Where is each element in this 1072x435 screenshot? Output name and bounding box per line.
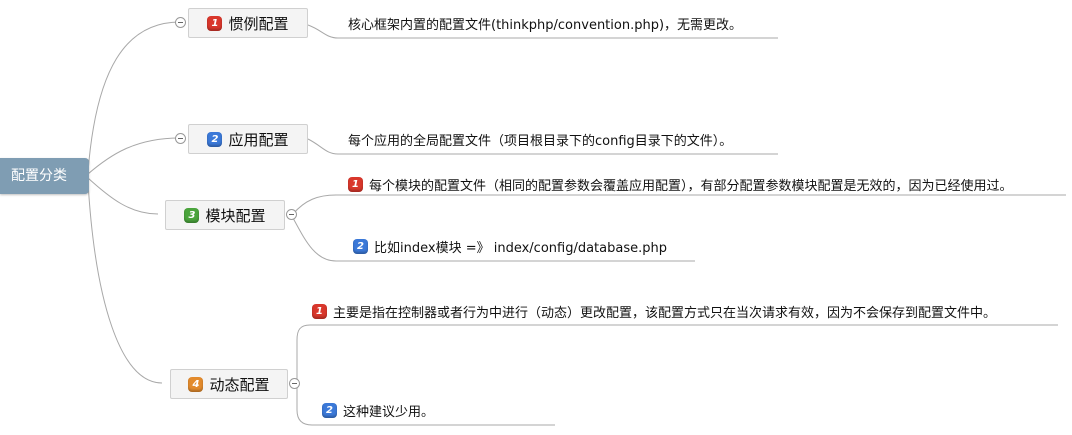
collapse-toggle-icon[interactable]: [175, 17, 186, 28]
connector-root-branch-1: [87, 21, 181, 173]
branch-node-1[interactable]: 1 惯例配置: [188, 8, 308, 38]
branch-node-3[interactable]: 3 模块配置: [165, 200, 285, 230]
leaf-underline-3-1: [292, 194, 1066, 215]
branch-3-note-2: 2 比如index模块 =》 index/config/database.php: [353, 237, 667, 256]
branch-node-4-label: 动态配置: [209, 375, 270, 394]
connector-root-branch-2: [87, 137, 181, 175]
branch-4-note-2: 2 这种建议少用。: [322, 401, 434, 420]
leaf-underline-3-2: [292, 217, 695, 262]
leaf-underline-4-2: [296, 386, 555, 426]
priority-4-icon: 4: [188, 376, 204, 392]
priority-1-icon: 1: [207, 15, 223, 31]
leaf-underline-1: [307, 24, 778, 39]
connector-root-branch-3: [87, 177, 159, 215]
branch-3-note-1-text: 每个模块的配置文件（相同的配置参数会覆盖应用配置），有部分配置参数模块配置是无效…: [369, 179, 1013, 194]
priority-2-icon: 2: [207, 131, 223, 147]
branch-node-2[interactable]: 2 应用配置: [188, 124, 308, 154]
branch-3-note-1: 1 每个模块的配置文件（相同的配置参数会覆盖应用配置），有部分配置参数模块配置是…: [348, 175, 1013, 194]
branch-1-note: 核心框架内置的配置文件(thinkphp/convention.php)，无需更…: [348, 14, 742, 33]
priority-3-icon: 3: [184, 207, 200, 223]
priority-1-icon: 1: [312, 304, 327, 319]
root-node[interactable]: 配置分类: [0, 158, 89, 194]
branch-2-note-text: 每个应用的全局配置文件（项目根目录下的config目录下的文件）。: [348, 134, 733, 149]
branch-4-note-1: 1 主要是指在控制器或者行为中进行（动态）更改配置，该配置方式只在当次请求有效，…: [312, 302, 996, 321]
branch-4-note-1-text: 主要是指在控制器或者行为中进行（动态）更改配置，该配置方式只在当次请求有效，因为…: [333, 306, 997, 321]
branch-node-1-label: 惯例配置: [228, 14, 289, 33]
branch-node-2-label: 应用配置: [228, 130, 289, 149]
branch-3-note-2-text: 比如index模块 =》 index/config/database.php: [374, 241, 667, 256]
branch-4-note-2-text: 这种建议少用。: [343, 405, 435, 420]
branch-node-3-label: 模块配置: [205, 206, 266, 225]
collapse-toggle-icon[interactable]: [289, 378, 300, 389]
branch-1-note-text: 核心框架内置的配置文件(thinkphp/convention.php)，无需更…: [348, 18, 743, 33]
priority-2-icon: 2: [353, 239, 368, 254]
priority-1-icon: 1: [348, 177, 363, 192]
collapse-toggle-icon[interactable]: [175, 133, 186, 144]
collapse-toggle-icon[interactable]: [286, 209, 297, 220]
root-node-label: 配置分类: [11, 168, 67, 184]
leaf-underline-2: [307, 138, 778, 155]
priority-2-icon: 2: [322, 403, 337, 418]
branch-2-note: 每个应用的全局配置文件（项目根目录下的config目录下的文件）。: [348, 130, 732, 149]
leaf-underline-4-1: [296, 324, 1058, 381]
connector-root-branch-4: [87, 181, 163, 384]
branch-node-4[interactable]: 4 动态配置: [170, 369, 288, 399]
